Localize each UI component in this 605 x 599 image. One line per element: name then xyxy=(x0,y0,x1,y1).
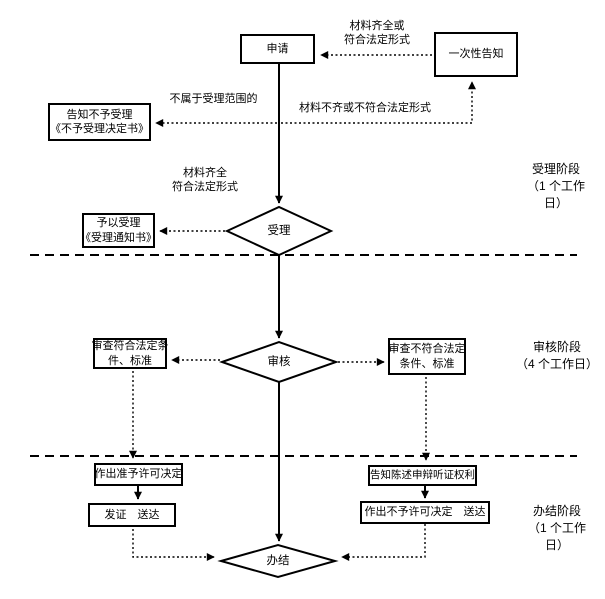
grant-decision-box: 作出准予许可决定 xyxy=(94,463,183,486)
audit-diamond-label: 审核 xyxy=(267,356,291,368)
accept-stage-label: 受理阶段 （1 个工作 日） xyxy=(511,161,601,211)
edge-issue-to-finish xyxy=(132,529,215,561)
review-pass-box: 审查符合法定条 件、标准 xyxy=(91,338,169,369)
reject-notice-line2: 《不予受理决定书》 xyxy=(50,123,149,135)
materials-complete-mid-label: 材料齐全 符合法定形式 xyxy=(165,167,245,195)
materials-complete-top-line2: 符合法定形式 xyxy=(344,33,410,46)
inform-rights-label: 告知陈述申辩听证权利 xyxy=(370,468,475,481)
finish-diamond-label: 办结 xyxy=(266,555,290,567)
one-time-notice-label: 一次性告知 xyxy=(448,48,504,61)
accept-stage-line3: 日） xyxy=(543,195,568,210)
issue-deliver-label: 发证 送达 xyxy=(104,508,160,521)
accept-diamond-label: 受理 xyxy=(267,225,291,237)
finish-diamond-shape xyxy=(217,543,339,579)
review-fail-line1: 审查不符合法定 xyxy=(388,343,466,356)
review-pass-line1: 审查符合法定条 xyxy=(91,340,169,353)
review-pass-line2: 件、标准 xyxy=(108,354,152,367)
materials-incomplete-label: 材料不齐或不符合法定形式 xyxy=(299,102,431,114)
accept-notice-line1: 予以受理 xyxy=(96,217,141,230)
edge-deny-to-finish xyxy=(341,524,426,561)
audit-stage-line2: （4 个工作日） xyxy=(515,356,598,371)
materials-complete-mid-line2: 符合法定形式 xyxy=(172,180,238,193)
solid-edges xyxy=(134,64,429,542)
accept-stage-line2: （1 个工作 xyxy=(526,178,585,193)
accept-diamond-shape xyxy=(224,205,334,257)
deny-decision-label: 作出不予许可决定 送达 xyxy=(364,506,486,519)
dotted-edges xyxy=(129,51,476,561)
reject-notice-box: 告知不予受理 《不予受理决定书》 xyxy=(48,103,151,141)
materials-complete-top-label: 材料齐全或 符合法定形式 xyxy=(327,20,427,48)
audit-stage-line1: 审核阶段 xyxy=(532,340,581,354)
reject-notice-line1: 告知不予受理 xyxy=(66,108,133,121)
accept-notice-line2: 《受理通知书》 xyxy=(80,231,157,244)
issue-deliver-box: 发证 送达 xyxy=(88,503,176,527)
apply-box: 申请 xyxy=(240,34,315,64)
accept-stage-line1: 受理阶段 xyxy=(531,162,580,176)
materials-complete-top-line1: 材料齐全或 xyxy=(349,20,405,32)
finish-stage-line3: 日） xyxy=(544,537,569,552)
materials-complete-mid-line1: 材料齐全 xyxy=(183,167,227,179)
apply-label: 申请 xyxy=(266,42,289,55)
edge-incomplete-to-notice xyxy=(281,81,476,124)
audit-stage-label: 审核阶段 （4 个工作日） xyxy=(507,339,605,373)
inform-rights-box: 告知陈述申辩听证权利 xyxy=(368,465,477,486)
finish-stage-line2: （1 个工作 xyxy=(527,520,586,535)
accept-notice-box: 予以受理 《受理通知书》 xyxy=(80,213,157,248)
audit-diamond-shape xyxy=(218,340,340,384)
not-in-scope-label: 不属于受理范围的 xyxy=(169,93,258,105)
grant-decision-label: 作出准予许可决定 xyxy=(94,468,183,481)
review-fail-line2: 条件、标准 xyxy=(399,357,455,370)
finish-stage-label: 办结阶段 （1 个工作 日） xyxy=(512,503,602,553)
deny-decision-box: 作出不予许可决定 送达 xyxy=(360,501,490,524)
one-time-notice-box: 一次性告知 xyxy=(434,32,518,77)
review-fail-box: 审查不符合法定 条件、标准 xyxy=(388,338,466,375)
finish-stage-line1: 办结阶段 xyxy=(532,504,581,518)
